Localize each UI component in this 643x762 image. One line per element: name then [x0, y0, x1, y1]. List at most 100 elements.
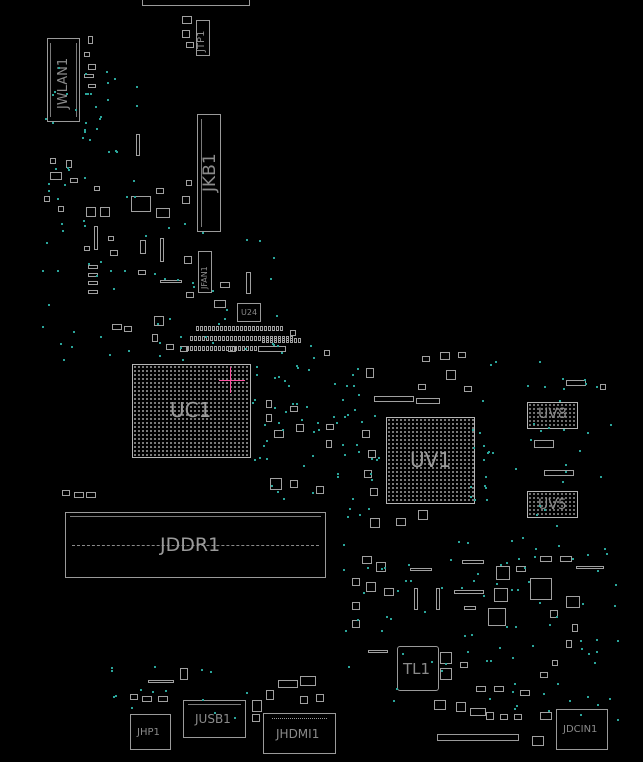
via [397, 590, 399, 592]
via [499, 647, 501, 649]
passive-component [266, 414, 272, 422]
via [528, 581, 530, 583]
jtp1-connector [196, 20, 210, 56]
pad-array-cell [204, 326, 207, 331]
via [361, 421, 363, 423]
passive-component [58, 206, 64, 212]
via [303, 465, 305, 467]
via [75, 109, 77, 111]
pad-array-cell [254, 336, 257, 341]
via [461, 587, 463, 589]
via [587, 696, 589, 698]
pad-array-cell [194, 336, 197, 341]
passive-component [316, 486, 324, 494]
pad-array-cell [236, 326, 239, 331]
via [386, 616, 388, 618]
passive-component [160, 238, 164, 262]
via [357, 619, 359, 621]
via [317, 422, 319, 424]
pad-array-cell [286, 338, 289, 343]
via [352, 498, 354, 500]
passive-component [214, 300, 226, 308]
via [357, 368, 359, 370]
via [266, 440, 268, 442]
via [159, 355, 161, 357]
via [587, 432, 589, 434]
passive-component [326, 424, 334, 430]
via [263, 445, 265, 447]
passive-component [460, 662, 468, 668]
passive-component [454, 590, 484, 594]
via [363, 592, 365, 594]
via [270, 278, 272, 280]
pad-array-cell [274, 338, 277, 343]
passive-component [266, 690, 274, 700]
via [67, 167, 69, 169]
passive-component [130, 694, 138, 700]
via [358, 394, 360, 396]
jhdmi1-port [263, 713, 336, 754]
via [48, 304, 50, 306]
via [496, 583, 498, 585]
uv1-gpu-bga [386, 417, 475, 504]
pad-array-cell [254, 346, 257, 351]
via [346, 385, 348, 387]
passive-component [166, 344, 174, 350]
passive-component [414, 588, 418, 610]
via [136, 86, 138, 88]
via [479, 432, 481, 434]
pad-array-cell [280, 326, 283, 331]
passive-component [110, 250, 118, 256]
passive-component [396, 518, 406, 526]
via [606, 553, 608, 555]
passive-component [352, 620, 360, 628]
passive-component [148, 680, 174, 683]
via [518, 558, 520, 560]
passive-component [180, 346, 188, 352]
via [133, 180, 135, 182]
passive-component [500, 714, 508, 720]
pad-array-cell [198, 346, 201, 351]
via [73, 331, 75, 333]
passive-component [290, 330, 296, 336]
via [376, 459, 378, 461]
via [405, 580, 407, 582]
via [62, 230, 64, 232]
via [539, 505, 541, 507]
via [177, 279, 179, 281]
via [487, 452, 489, 454]
via [180, 347, 182, 349]
via [486, 499, 488, 501]
via [563, 429, 565, 431]
via [84, 177, 86, 179]
via [565, 471, 567, 473]
via [277, 491, 279, 493]
via [306, 406, 308, 408]
via [492, 452, 494, 454]
via [596, 639, 598, 641]
passive-component [156, 208, 170, 218]
passive-component [566, 640, 572, 648]
passive-component [94, 186, 100, 191]
via [464, 635, 466, 637]
passive-component [362, 556, 372, 564]
pad-array-cell [268, 326, 271, 331]
u24-chip [237, 303, 261, 322]
via [116, 151, 118, 153]
uc1-cpu-bga [132, 364, 251, 458]
via [96, 128, 98, 130]
via [458, 541, 460, 543]
via [333, 416, 335, 418]
via [169, 318, 171, 320]
via [42, 326, 44, 328]
via [477, 573, 479, 575]
via [342, 399, 344, 401]
via [506, 562, 508, 564]
via [313, 357, 315, 359]
via [318, 429, 320, 431]
pad-array-cell [270, 338, 273, 343]
passive-component [572, 624, 578, 632]
pad-array-cell [224, 326, 227, 331]
passive-component [66, 160, 72, 168]
